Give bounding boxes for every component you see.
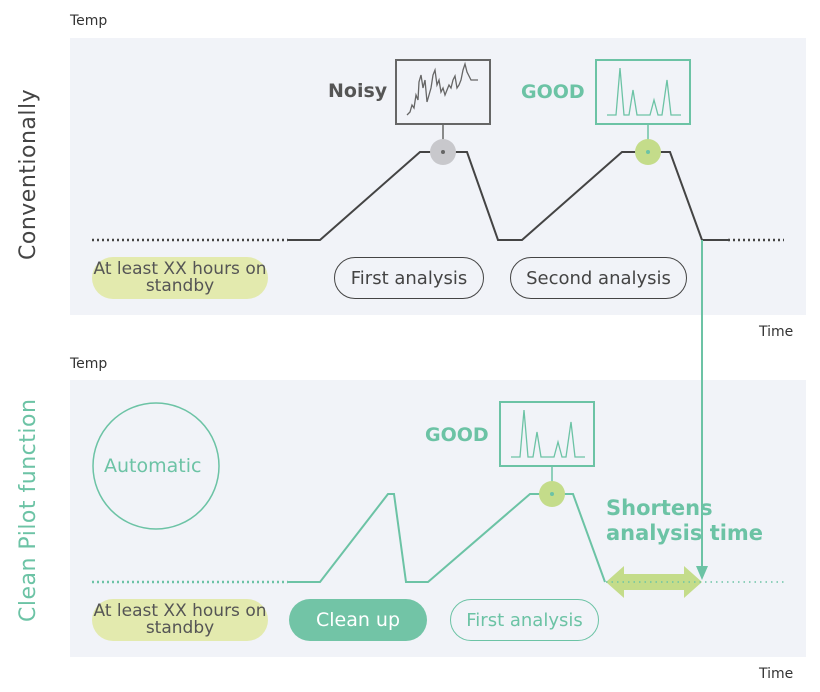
noisy-chromatogram-box [395,59,491,125]
bottom-temperature-profile [288,493,606,583]
top-x-axis-label: Time [759,324,794,340]
good-chromatogram-box-bottom [499,401,595,467]
first-analysis-pill-top: First analysis [334,257,484,299]
good-signal-trace-top [607,67,681,116]
shortens-label-line2: analysis time [606,521,764,545]
good-signal-trace-bottom [511,409,585,458]
clean-up-pill: Clean up [289,599,427,641]
good-label-bottom: GOOD [425,424,489,446]
good-sample-dot-top [646,150,650,154]
shortens-label-line1: Shortens [606,496,713,520]
first-analysis-pill-bottom: First analysis [450,599,599,641]
second-analysis-pill: Second analysis [510,257,687,299]
shortens-label: Shortens analysis time [606,496,763,546]
comparison-arrowhead [696,566,708,580]
top-y-axis-label: Temp [70,13,108,29]
good-chromatogram-box-top [595,59,691,125]
top-temperature-profile [288,151,728,241]
automatic-label: Automatic [104,455,202,477]
standby-pill-top: At least XX hours on standby [92,257,268,299]
noisy-label: Noisy [328,80,388,102]
good-sample-dot-bottom [550,492,554,496]
good-label-top: GOOD [521,81,585,103]
shortens-double-arrow [606,566,702,598]
standby-pill-bottom: At least XX hours on standby [92,599,268,641]
bottom-y-axis-label: Temp [70,356,108,372]
automatic-circle [92,402,220,530]
bottom-x-axis-label: Time [759,666,794,682]
noisy-signal-trace [406,61,478,116]
noisy-sample-dot [441,150,445,154]
